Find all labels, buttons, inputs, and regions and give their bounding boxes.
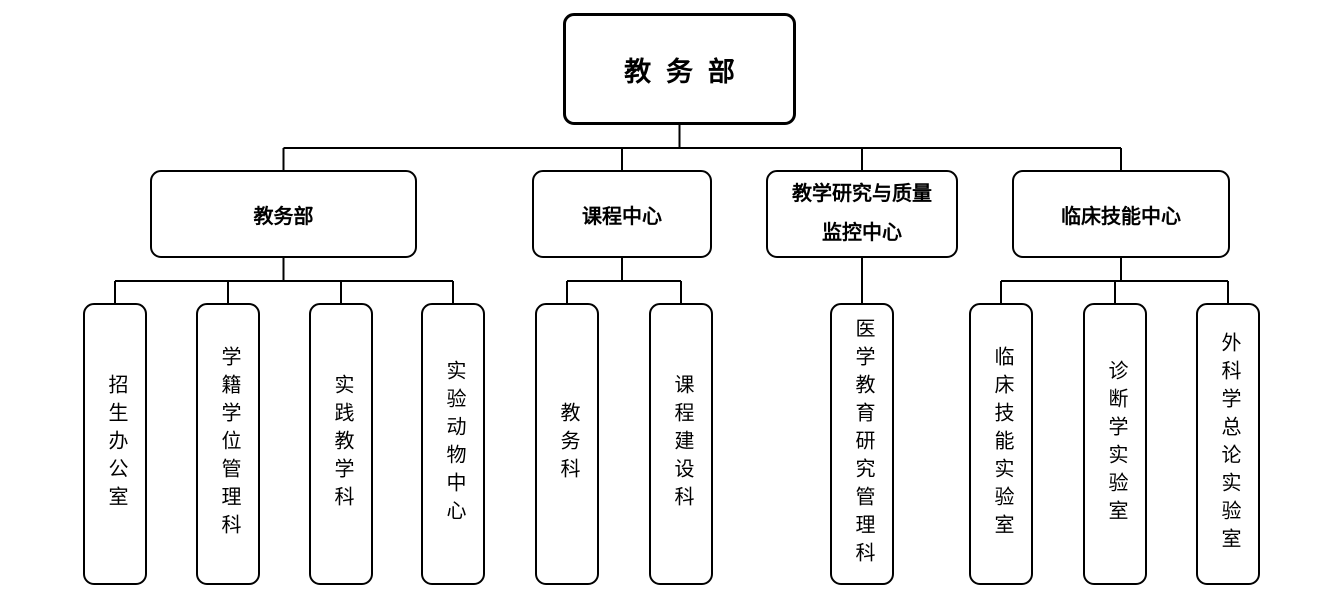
node-section-lab-animal-center: 实验动物中心: [421, 303, 485, 585]
node-section-academic-affairs-office: 教务科: [535, 303, 599, 585]
node-section-medical-education-research: 医学教育研究管理科: [830, 303, 894, 585]
node-dept-clinical-skills-center: 临床技能中心: [1012, 170, 1230, 258]
node-section-clinical-skills-lab: 临床技能实验室: [969, 303, 1033, 585]
node-dept-teaching-research-quality-center: 教学研究与质量 监控中心: [766, 170, 958, 258]
node-section-admissions-office: 招生办公室: [83, 303, 147, 585]
node-dept-academic-affairs: 教务部: [150, 170, 417, 258]
node-dept-curriculum-center: 课程中心: [532, 170, 712, 258]
node-section-student-status-degree: 学籍学位管理科: [196, 303, 260, 585]
node-section-practical-teaching: 实践教学科: [309, 303, 373, 585]
dept-label-line-1: 教学研究与质量: [792, 183, 932, 205]
node-section-curriculum-construction: 课程建设科: [649, 303, 713, 585]
node-section-surgery-general-lab: 外科学总论实验室: [1196, 303, 1260, 585]
node-root-academic-affairs-dept: 教务部: [563, 13, 796, 125]
node-section-diagnostics-lab: 诊断学实验室: [1083, 303, 1147, 585]
dept-label-line-2: 监控中心: [822, 222, 902, 244]
